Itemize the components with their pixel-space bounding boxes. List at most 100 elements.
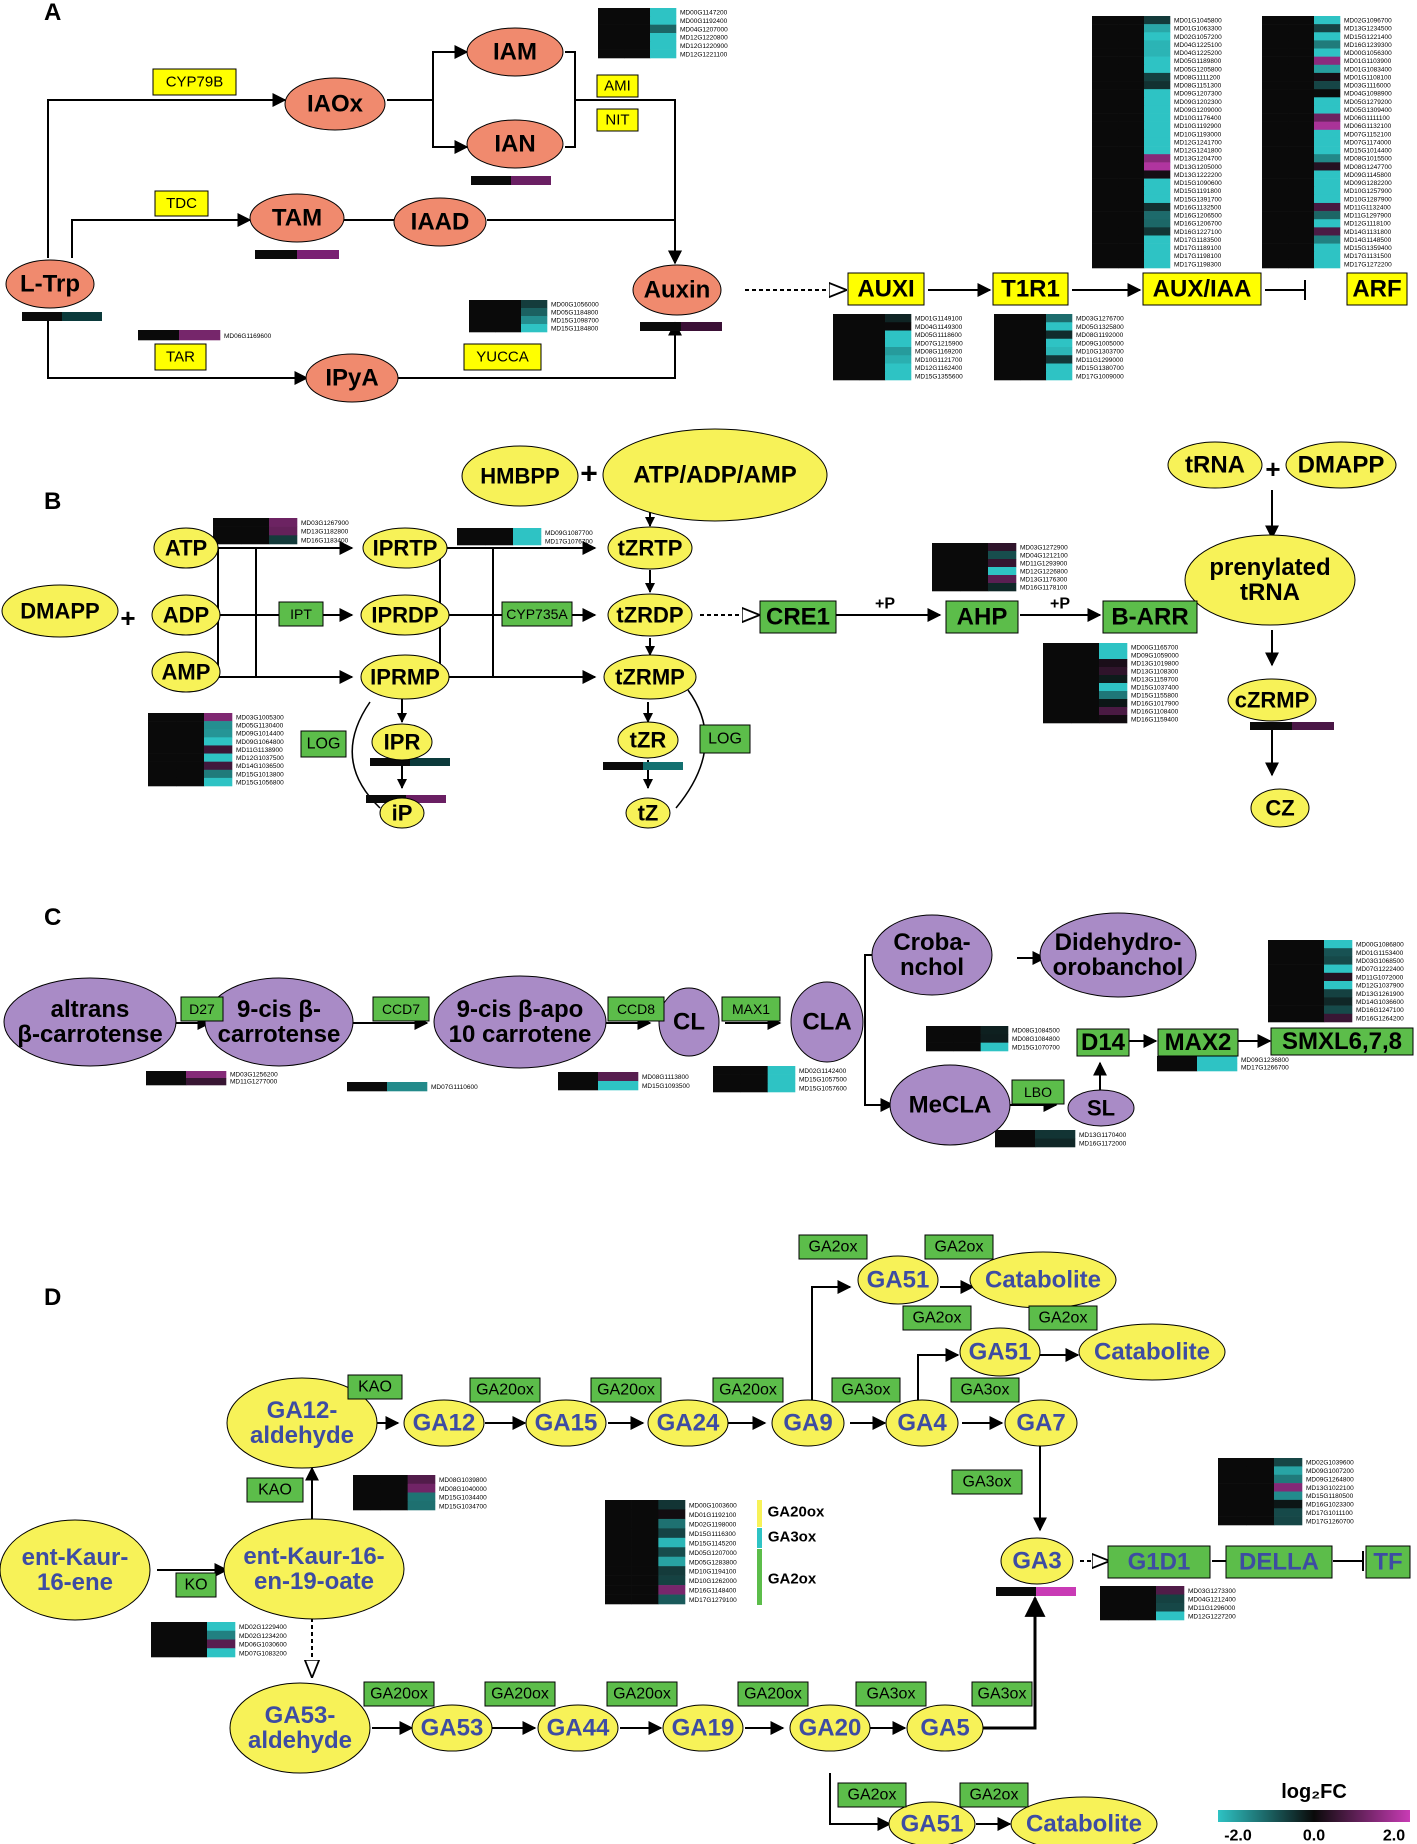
node-ga9: GA9 [771,1399,845,1447]
node-ent-kaur-line-1: ent-Kaur- [22,1544,129,1571]
enzyme-ga3ox-5-box [971,1681,1033,1707]
heatmap-ga-ox-cell [605,1528,632,1539]
heatmap-auxiaa-2-cell [1288,105,1315,114]
heatmap-ga-ox-cell [631,1537,659,1548]
heatmap-auxi-cell [859,314,886,323]
heatmap-barr-cell [1071,715,1100,724]
heatmap-ipt-gene-label: MD16G1183400 [301,537,349,544]
heatmap-auxiaa-1: MD01G1045800MD01G1063300MD02G1057200MD04… [1092,16,1222,268]
bar-ian-left [471,176,511,185]
heatmap-auxiaa-2-cell [1262,186,1289,196]
heatmap-log-cell [148,761,177,771]
node-prenylated-shape [1184,534,1356,626]
heatmap-ami-nit-cell [598,24,625,34]
signal-smxl: SMXL6,7,8 [1270,1027,1414,1056]
enzyme-nit-box [596,108,639,132]
node-auxin-label: Auxin [644,277,711,304]
node-ent-kaur-oate: ent-Kaur-16-en-19-oate [223,1518,405,1620]
heatmap-ko-cell [151,1622,180,1632]
node-ga5-label: GA5 [920,1715,969,1742]
heatmap-max1-cell [740,1083,768,1093]
node-ga53-ald-line-2: aldehyde [248,1727,352,1754]
heatmap-auxiaa-1-cell [1144,113,1171,122]
heatmap-ami-nit-gene-label: MD12G1220900 [680,43,728,50]
heatmap-ko-gene-label: MD02G1234200 [239,1633,287,1640]
heatmap-smxl-gene-label: MD12G1037900 [1356,983,1404,990]
node-ga7-label: GA7 [1016,1410,1065,1437]
legend-max-label: 2.0 [1383,1828,1405,1844]
node-ga4-label: GA4 [897,1410,947,1437]
heatmap-auxiaa-1-cell [1118,121,1145,131]
heatmap-auxiaa-2-gene-label: MD07G1152100 [1344,131,1392,138]
heatmap-ccd7-cell [347,1082,388,1092]
heatmap-t1r1: MD03G1276700MD05G1325800MD08G1192000MD09… [994,314,1124,380]
node-atp-shape [153,527,219,569]
heatmap-smxl-cell [1296,981,1325,990]
signal-tf-box [1365,1545,1411,1579]
heatmap-lbo-cell [1035,1130,1076,1139]
heatmap-auxiaa-1-gene-label: MD10G1176400 [1174,115,1222,122]
node-ga9-shape [771,1399,845,1447]
heatmap-auxi-cell [885,347,912,356]
signal-arf-label: ARF [1352,276,1401,303]
enzyme-ga2ox-5-box [837,1782,907,1808]
heatmap-auxi-gene-label: MD08G1169200 [915,349,963,356]
heatmap-d14-cell [953,1034,981,1043]
heatmap-auxiaa-1-cell [1118,16,1145,25]
heatmap-cyp735a-gene-label: MD17G1076700 [545,538,593,545]
node-ga20-label: GA20 [799,1715,862,1742]
heatmap-max1-cell [713,1066,741,1075]
heatmap-gid1-cell [1156,1586,1185,1595]
ga20ox-legend-label: GA20ox [768,1504,825,1521]
heatmap-log-gene-label: MD03G1005300 [236,714,284,721]
signal-auxi-label: AUXI [857,276,914,303]
heatmap-auxiaa-2-cell [1262,146,1289,155]
heatmap-ko-cell [207,1639,236,1649]
node-tzrtp-label: tZRTP [618,536,683,561]
bar-czrmp-left [1250,722,1292,730]
heatmap-ko-cell [151,1648,180,1658]
heatmap-t1r1-cell [994,322,1021,331]
node-ga3-label: GA3 [1012,1548,1061,1575]
heatmap-ga-ox-cell [631,1556,659,1567]
node-cat-b-shape [1078,1323,1226,1381]
node-dmapp-label: DMAPP [20,599,99,624]
enzyme-ga20ox-7-box [737,1681,809,1707]
node-cat-b-label: Catabolite [1094,1339,1210,1366]
heatmap-auxiaa-2-gene-label: MD15G1221400 [1344,34,1392,41]
node-ga12-ald: GA12-aldehyde [226,1377,378,1469]
enzyme-ccd8: CCD8 [607,996,665,1022]
heatmap-kao-cell [380,1501,408,1511]
plus-hmbpp: + [580,458,598,491]
heatmap-t1r1-gene-label: MD15G1380700 [1076,365,1124,372]
heatmap-auxiaa-2-cell [1314,97,1341,106]
heatmap-auxiaa-1-cell [1092,97,1119,106]
heatmap-auxiaa-1-cell [1144,16,1171,25]
heatmap-auxiaa-1-cell [1092,137,1119,147]
heatmap-ahp-cell [988,559,1017,568]
heatmap-auxiaa-1-cell [1092,24,1119,33]
bar-tzr-right [643,762,683,770]
heatmap-kao-cell [380,1483,408,1493]
heatmap-auxiaa-2-gene-label: MD14G1131800 [1344,229,1392,236]
heatmap-gid1-gene-label: MD12G1227200 [1188,1613,1236,1620]
node-cis9-shape [204,977,354,1067]
heatmap-ga-ox-cell [631,1594,659,1605]
heatmap-t1r1-cell [994,330,1021,340]
heatmap-ga-ox-gene-label: MD05G1283800 [689,1559,737,1566]
heatmap-auxiaa-1-gene-label: MD12G1241700 [1174,139,1222,146]
heatmap-d27-cell [186,1078,227,1086]
heatmap-auxiaa-2-cell [1288,64,1315,74]
heatmap-auxiaa-2-cell [1262,32,1289,41]
heatmap-max2-gene-label: MD17G1266700 [1241,1065,1289,1072]
heatmap-auxiaa-2-cell [1314,129,1341,139]
node-ent-kaur-shape [0,1519,151,1621]
node-ga12-ald-line-1: GA12- [267,1397,338,1424]
heatmap-t1r1-cell [994,314,1021,323]
enzyme-tar-label: TAR [166,349,195,366]
heatmap-barr-gene-label: MD15G1155800 [1131,692,1179,699]
heatmap-ga-ox-cell [631,1500,659,1510]
enzyme-ga20ox-2: GA20ox [590,1377,662,1403]
heatmap-log-gene-label: MD15G1056800 [236,779,284,786]
